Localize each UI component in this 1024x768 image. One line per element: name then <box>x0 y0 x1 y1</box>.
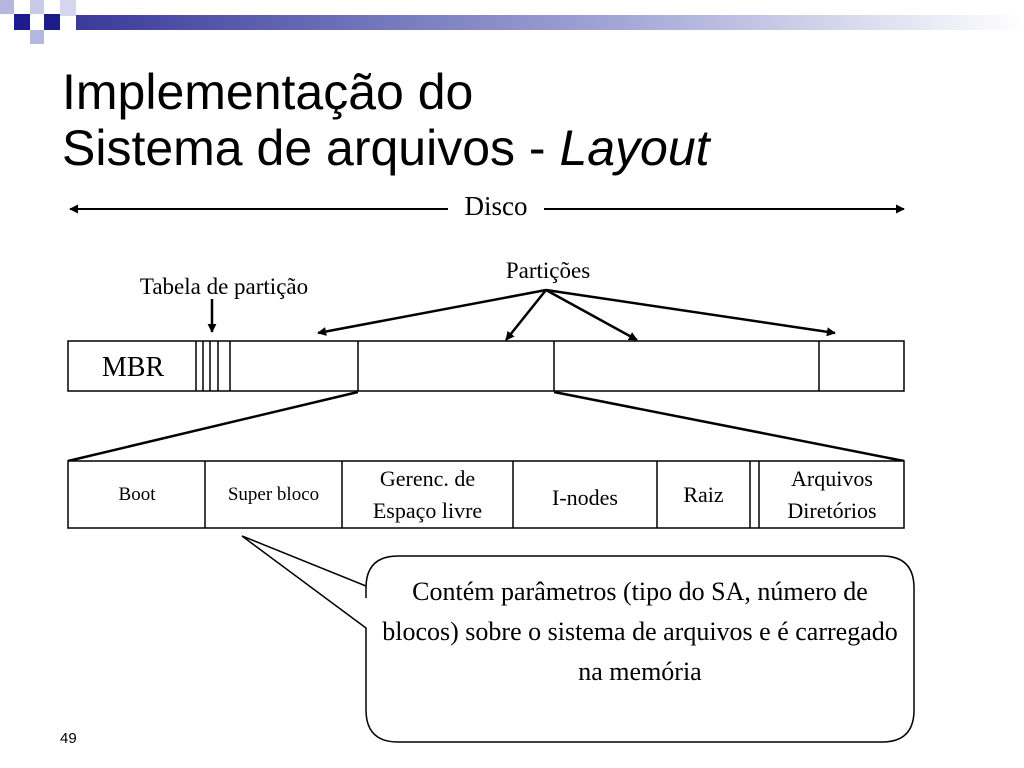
expand-line-left <box>67 390 359 463</box>
decor-square <box>60 0 76 16</box>
title-line-2: Sistema de arquivos - Layout <box>62 120 710 176</box>
detail-bar-outline <box>67 460 905 529</box>
decor-square <box>30 30 44 44</box>
callout-bubble <box>241 535 915 743</box>
field-raiz: Raiz <box>683 482 724 507</box>
particoes-arrows <box>317 288 836 342</box>
particao-arrow <box>505 289 547 341</box>
field-gerenc-line-1: Gerenc. de <box>379 466 476 491</box>
field-arquivos-line-1: Arquivos <box>791 466 873 491</box>
tabela-particao-label: Tabela de partição <box>139 274 309 299</box>
disk-bar <box>67 340 905 392</box>
decor-square <box>30 0 44 14</box>
decor-square <box>44 14 60 30</box>
page-number: 49 <box>60 730 77 747</box>
field-gerenc-line-2: Espaço livre <box>372 498 483 523</box>
field-inodes: I-nodes <box>552 485 618 510</box>
particao-arrow <box>545 288 836 337</box>
title-emphasis: Layout <box>559 120 710 176</box>
title-line-1: Implementação do <box>62 64 474 120</box>
field-arquivos-line-2: Diretórios <box>787 498 877 523</box>
page-title: Implementação do Sistema de arquivos - L… <box>62 64 710 176</box>
header-decoration <box>0 0 1024 44</box>
disco-label: Disco <box>448 191 544 221</box>
expand-line-right <box>553 390 905 463</box>
title-line-2-prefix: Sistema de arquivos - <box>62 120 560 176</box>
particao-arrow <box>545 288 638 342</box>
field-super-bloco: Super bloco <box>227 484 320 505</box>
field-arquivos-diretorios: Arquivos Diretórios <box>760 462 904 528</box>
particao-arrow <box>317 288 547 336</box>
decor-gradient-bar <box>76 15 1024 30</box>
disk-bar-outline <box>67 340 905 392</box>
particoes-label: Partições <box>505 258 591 283</box>
partition-detail-bar <box>67 460 905 529</box>
decor-square <box>0 0 14 14</box>
decor-square <box>14 14 30 30</box>
field-boot: Boot <box>118 484 156 505</box>
mbr-label: MBR <box>101 352 165 383</box>
field-gerenc-espaco-livre: Gerenc. de Espaço livre <box>342 462 513 528</box>
callout-text: Contém parâmetros (tipo do SA, número de… <box>382 577 898 686</box>
